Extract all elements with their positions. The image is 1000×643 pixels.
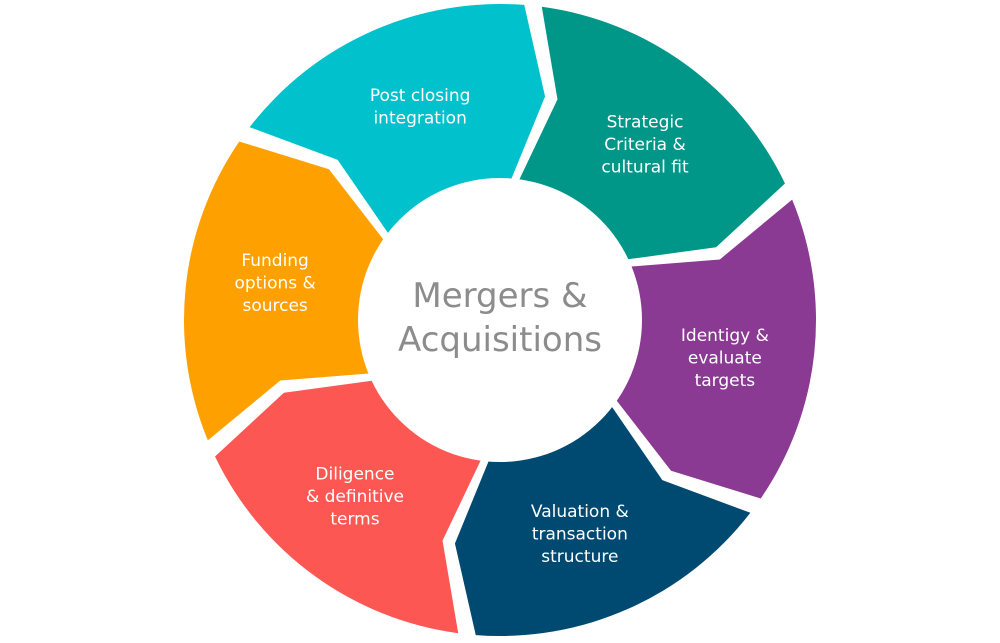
cycle-segment-4-label-line-2: transaction (532, 525, 628, 545)
cycle-segment-3-label-line-1: Identigy & (681, 326, 769, 346)
center-title-line-2: Acquisitions (398, 320, 602, 360)
center-title-line-1: Mergers & (412, 276, 587, 316)
cycle-segment-2-label-line-2: Criteria & (604, 135, 686, 155)
cycle-segment-3-label-line-3: targets (695, 371, 756, 391)
cycle-segment-5-label-line-3: terms (330, 509, 379, 529)
cycle-segment-6-label-line-3: sources (242, 296, 307, 316)
cycle-segment-1 (249, 3, 546, 235)
cycle-segment-4 (454, 405, 751, 637)
cycle-segment-6-label-line-2: options & (234, 273, 315, 293)
cycle-segment-3-label-line-2: evaluate (688, 349, 762, 369)
cycle-segment-1-label-line-2: integration (373, 109, 466, 129)
cycle-segment-2-label-line-1: Strategic (607, 113, 684, 133)
cycle-segment-5-label-line-2: & definitive (306, 487, 404, 507)
cycle-segment-4-label-line-1: Valuation & (531, 502, 629, 522)
cycle-segment-6 (183, 141, 385, 441)
cycle-segment-1-label-line-1: Post closing (370, 86, 471, 106)
cycle-segment-5 (215, 380, 482, 634)
cycle-segment-4-label-line-3: structure (541, 547, 618, 567)
cycle-segment-2 (518, 6, 785, 260)
cycle-segment-2-label-line-3: cultural fit (601, 158, 689, 178)
cycle-segment-6-label-line-1: Funding (241, 251, 308, 271)
cycle-segment-5-label-line-1: Diligence (315, 464, 394, 484)
center-hub (358, 178, 642, 462)
cycle-segment-3 (615, 199, 817, 499)
